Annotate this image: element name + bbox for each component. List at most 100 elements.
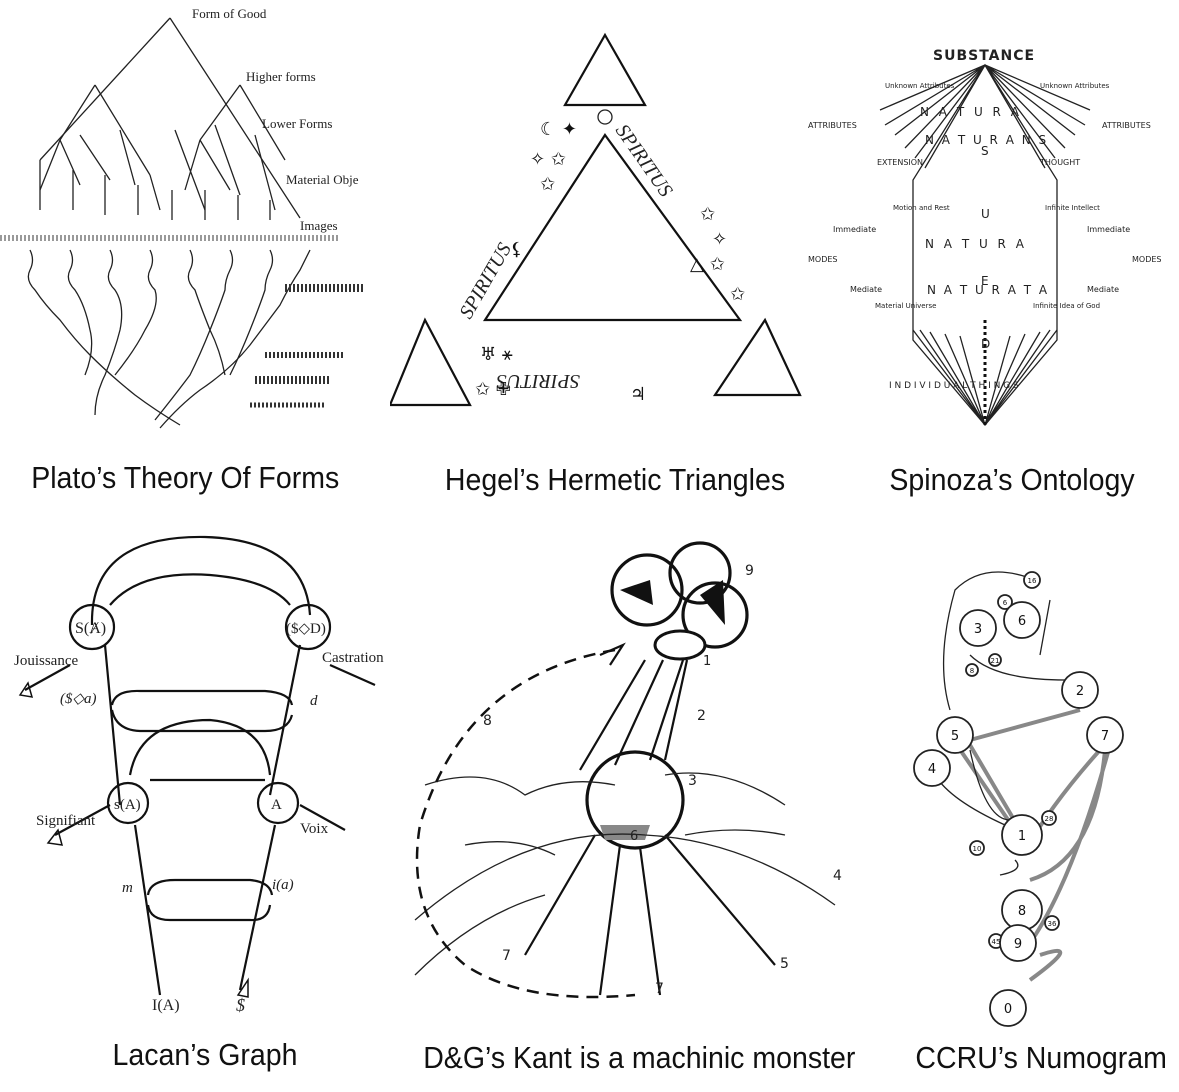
ccru-node-label-14: 36 bbox=[1048, 920, 1057, 928]
hegel-triangles-svg: SPIRITUS SPIRITUS SPIRITUS ☾ ✦✧ ✩✩ ✩✧△ ✩… bbox=[390, 32, 802, 407]
ccru-node-label-5: 21 bbox=[991, 657, 1000, 665]
spinoza-mediate-left: Mediate bbox=[850, 285, 882, 294]
ccru-node-7 bbox=[936, 716, 974, 754]
dg-head-circle-3 bbox=[681, 581, 749, 649]
ccru-node-0 bbox=[1023, 571, 1041, 589]
spinoza-naturata: N A T U R A T A bbox=[927, 283, 1049, 297]
svg-text:✧ ✩: ✧ ✩ bbox=[530, 149, 566, 170]
dg-body-circle bbox=[585, 750, 685, 850]
dg-num-7a: 7 bbox=[502, 948, 511, 964]
lacan-label-m: m bbox=[122, 880, 133, 896]
lacan-label-i-a: i(a) bbox=[272, 877, 294, 893]
ccru-node-12 bbox=[969, 840, 985, 856]
ccru-node-label-1: 6 bbox=[1003, 599, 1008, 607]
ccru-node-label-2: 3 bbox=[974, 622, 982, 637]
dg-num-3: 3 bbox=[688, 773, 697, 789]
dg-diagram: 9 1 2 8 3 6 4 7 7 5 bbox=[405, 535, 855, 1020]
hegel-right-triangle bbox=[712, 317, 802, 397]
spinoza-modes-left: MODES bbox=[808, 255, 838, 264]
svg-text:✧: ✧ bbox=[712, 229, 727, 250]
ccru-node-2 bbox=[959, 609, 997, 647]
hegel-top-triangle bbox=[563, 32, 647, 107]
plato-level-2: Lower Forms bbox=[262, 116, 332, 131]
ccru-node-label-6: 2 bbox=[1076, 684, 1084, 699]
dg-head-circle-2 bbox=[668, 541, 732, 605]
svg-text:✩: ✩ bbox=[730, 284, 745, 305]
hegel-left-triangle bbox=[390, 317, 472, 407]
lacan-label-s-barred-a: S(Ⱥ) bbox=[75, 620, 106, 637]
ccru-node-16 bbox=[999, 924, 1037, 962]
svg-text:⚸: ⚸ bbox=[510, 239, 523, 260]
ccru-node-6 bbox=[1061, 671, 1099, 709]
svg-text:△ ✩: △ ✩ bbox=[690, 254, 725, 275]
spinoza-deus-d: D bbox=[981, 337, 990, 351]
lacan-node-s-barred-a bbox=[68, 603, 116, 651]
ccru-node-9 bbox=[913, 749, 951, 787]
ccru-node-5 bbox=[988, 653, 1002, 667]
lacan-label-d: d bbox=[310, 693, 318, 709]
spinoza-attributes-right: ATTRIBUTES bbox=[1102, 121, 1151, 130]
spinoza-diagram: SUBSTANCE ATTRIBUTES ATTRIBUTES Unknown … bbox=[805, 40, 1179, 440]
spinoza-unknown-right: Unknown Attributes bbox=[1040, 82, 1110, 90]
plato-level-4: Images bbox=[300, 218, 338, 233]
svg-text:✩: ✩ bbox=[700, 204, 715, 225]
spinoza-attributes-left: ATTRIBUTES bbox=[808, 121, 857, 130]
ccru-node-4 bbox=[965, 663, 979, 677]
spinoza-attribute-fan bbox=[879, 64, 1091, 169]
spinoza-things-fan bbox=[912, 329, 1058, 426]
spinoza-infinite-intellect: Infinite Intellect bbox=[1045, 204, 1100, 212]
lacan-lower-arc bbox=[128, 718, 272, 776]
lacan-label-jouissance: Jouissance bbox=[14, 653, 78, 669]
spinoza-individual-things: I N D I V I D U A L T H I N G S bbox=[889, 381, 1019, 391]
spinoza-material-universe: Material Universe bbox=[875, 302, 936, 310]
lacan-label-i-big-a: I(A) bbox=[152, 997, 180, 1014]
spinoza-caption: Spinoza’s Ontology bbox=[889, 462, 1135, 497]
spinoza-substance: SUBSTANCE bbox=[933, 48, 1035, 64]
dg-monster-svg: 9 1 2 8 3 6 4 7 7 5 bbox=[414, 541, 842, 999]
ccru-node-label-11: 28 bbox=[1045, 815, 1054, 823]
lacan-upper-arc bbox=[109, 573, 291, 606]
plato-diagram: Form of Good Higher forms Lower Forms Ma… bbox=[0, 0, 390, 440]
lacan-top-arc bbox=[90, 535, 312, 626]
ccru-node-label-13: 8 bbox=[1018, 904, 1026, 919]
spinoza-extension: EXTENSION bbox=[877, 158, 923, 167]
spinoza-ontology-svg: SUBSTANCE ATTRIBUTES ATTRIBUTES Unknown … bbox=[808, 48, 1162, 427]
svg-text:✩: ✩ bbox=[540, 174, 555, 195]
plato-level-0: Form of Good bbox=[192, 6, 267, 21]
spinoza-natura-mid: N A T U R A bbox=[925, 237, 1027, 251]
svg-text:☾ ✦: ☾ ✦ bbox=[540, 119, 577, 140]
spinoza-thought: THOUGHT bbox=[1039, 158, 1080, 167]
svg-text:✩ ✙: ✩ ✙ bbox=[475, 379, 511, 400]
ccru-node-11 bbox=[1041, 810, 1057, 826]
dg-num-8: 8 bbox=[483, 713, 492, 729]
spinoza-deus-u: U bbox=[981, 207, 990, 221]
lacan-node-a bbox=[256, 781, 300, 825]
lacan-upper-verticals bbox=[103, 644, 302, 806]
plato-tree-svg: Form of Good Higher forms Lower Forms Ma… bbox=[0, 6, 365, 429]
lacan-label-castration: Castration bbox=[322, 650, 384, 666]
ccru-node-label-10: 1 bbox=[1018, 829, 1026, 844]
lacan-label-s-barred: $ bbox=[236, 995, 245, 1015]
spinoza-idea-of-god: Infinite Idea of God bbox=[1033, 302, 1100, 310]
ccru-node-3 bbox=[1003, 601, 1041, 639]
hegel-diagram: SPIRITUS SPIRITUS SPIRITUS ☾ ✦✧ ✩✩ ✩✧△ ✩… bbox=[390, 20, 810, 420]
lacan-label-s-diamond-a: ($◇a) bbox=[60, 691, 97, 707]
dg-num-2: 2 bbox=[697, 708, 706, 724]
lacan-label-a: A bbox=[271, 797, 282, 813]
dg-dashed-loop bbox=[415, 648, 636, 999]
ccru-node-label-3: 6 bbox=[1018, 614, 1026, 629]
svg-text:♅ ⚹: ♅ ⚹ bbox=[480, 344, 513, 365]
ccru-node-label-9: 4 bbox=[928, 762, 936, 777]
ccru-caption: CCRU’s Numogram bbox=[915, 1040, 1167, 1075]
svg-text:♃: ♃ bbox=[630, 384, 646, 405]
ccru-node-8 bbox=[1086, 716, 1124, 754]
plato-image-ticks bbox=[250, 284, 365, 408]
dg-num-4: 4 bbox=[833, 868, 842, 884]
ccru-node-label-4: 8 bbox=[970, 667, 974, 675]
spinoza-immediate-right: Immediate bbox=[1087, 225, 1130, 234]
ccru-node-1 bbox=[997, 594, 1013, 610]
ccru-node-label-0: 16 bbox=[1028, 577, 1037, 585]
spinoza-motion: Motion and Rest bbox=[893, 204, 950, 212]
